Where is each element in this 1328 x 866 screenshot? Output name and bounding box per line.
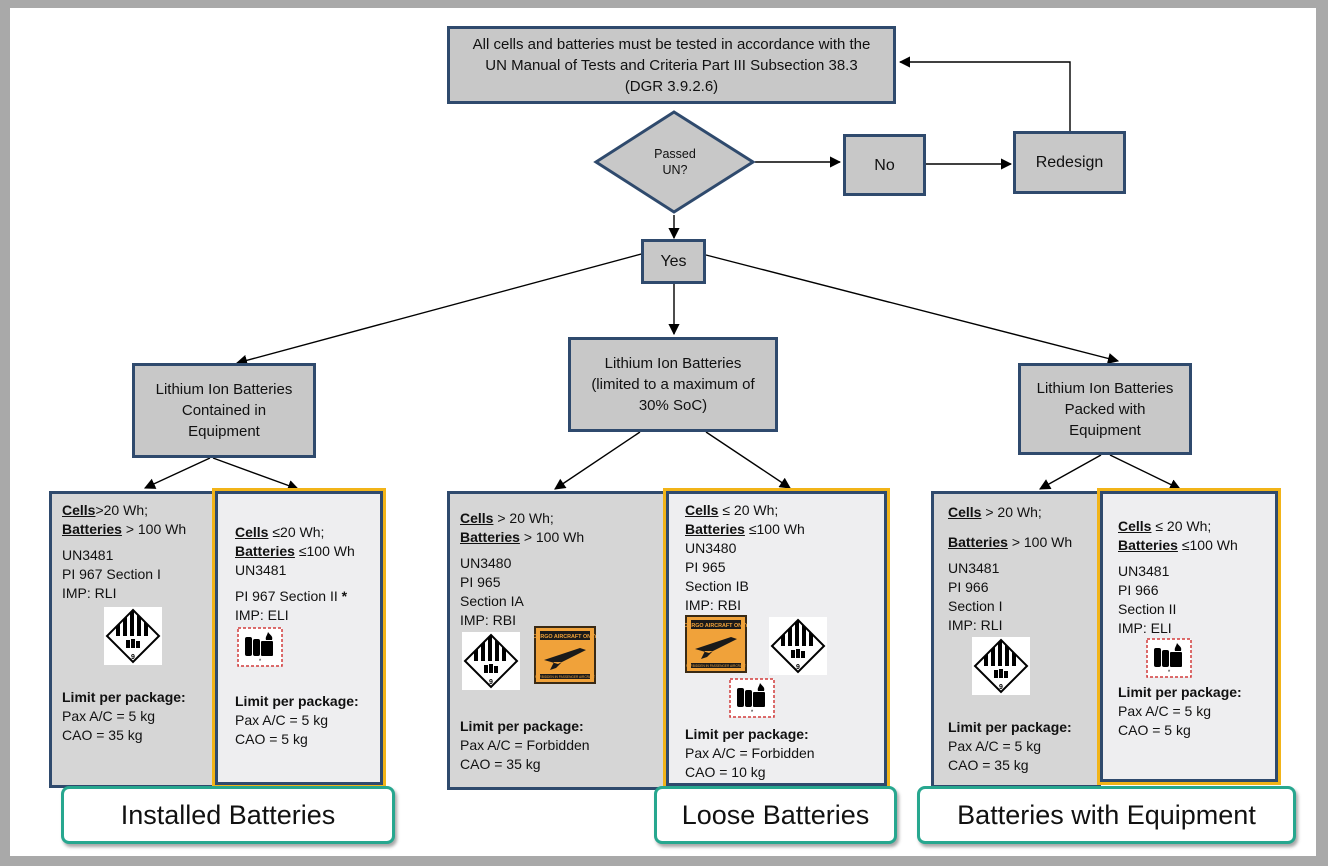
cargo-aircraft-only-footer: FORBIDDEN IN PASSENGER AIRCRAFT [686,664,746,668]
arrow-yes-to-left [235,252,646,366]
cargo-aircraft-only-text: CARGO AIRCRAFT ONLY [685,623,747,629]
arrow-mid-to-card1 [554,431,641,490]
branch-contained-title-text: Lithium Ion Batteries Contained in Equip… [155,381,293,440]
class-9-label-icon: 9 [104,607,204,670]
arrow-left-to-card2 [212,457,300,491]
packed-card-large: Cells > 20 Wh; Batteries > 100 Wh UN3481… [931,491,1101,788]
redesign-text: Redesign [1035,154,1104,171]
cargo-aircraft-only-label-icon: CARGO AIRCRAFT ONLY FORBIDDEN IN PASSENGE… [684,615,749,678]
testing-requirement-text: All cells and batteries must be tested i… [472,35,871,95]
battery-mark-star: * [1168,670,1171,676]
yes-text: Yes [660,253,687,270]
yes-box: Yes [641,239,706,284]
arrow-redesign-to-top [898,56,1071,131]
no-box: No [843,134,926,196]
branch-packed-title-text: Lithium Ion Batteries Packed with Equipm… [1036,379,1174,439]
branch-contained-title: Lithium Ion Batteries Contained in Equip… [132,363,316,458]
cargo-aircraft-only-footer: FORBIDDEN IN PASSENGER AIRCRAFT [535,675,595,679]
battery-mark-star: * [751,710,754,716]
arrow-right-to-card2 [1109,454,1182,490]
branch-loose-title: Lithium Ion Batteries (limited to a maxi… [568,337,778,432]
installed-card-small: Cells ≤20 Wh; Batteries ≤100 Wh UN3481 P… [215,491,383,785]
decision-diamond [593,110,756,214]
tag-loose-batteries: Loose Batteries [654,786,897,844]
branch-loose-title-text: Lithium Ion Batteries (limited to a maxi… [591,355,755,414]
arrow-right-to-card1 [1039,454,1102,490]
loose-card-small: Cells ≤ 20 Wh; Batteries ≤100 Wh UN3480 … [666,491,887,786]
class-9-number: 9 [999,684,1003,691]
packed-card-small: Cells ≤ 20 Wh; Batteries ≤100 Wh UN3481 … [1100,491,1278,782]
loose-card-large: Cells > 20 Wh; Batteries > 100 Wh UN3480… [447,491,667,790]
redesign-box: Redesign [1013,131,1126,194]
tag-batteries-with-equipment: Batteries with Equipment [917,786,1296,844]
cargo-aircraft-only-label-icon: CARGO AIRCRAFT ONLY FORBIDDEN IN PASSENGE… [533,626,598,689]
battery-mark-icon: * [729,678,775,723]
battery-mark-icon: * [1146,638,1265,683]
class-9-number: 9 [131,654,135,661]
class-9-label-icon: 9 [972,637,1088,700]
arrow-yes-to-right [705,254,1120,364]
no-text: No [874,156,895,174]
cargo-aircraft-only-text: CARGO AIRCRAFT ONLY [534,634,596,640]
installed-card-large: Cells>20 Wh; Batteries > 100 Wh UN3481 P… [49,491,217,788]
class-9-number: 9 [489,679,493,686]
class-9-label-icon: 9 [769,617,827,680]
arrow-mid-to-card2 [705,431,791,489]
tag-installed-batteries: Installed Batteries [61,786,395,844]
arrow-left-to-card1 [143,457,211,489]
battery-mark-star: * [259,659,262,665]
class-9-number: 9 [796,664,800,671]
class-9-label-icon: 9 [462,632,520,695]
battery-mark-icon: * [237,627,370,672]
branch-packed-title: Lithium Ion Batteries Packed with Equipm… [1018,363,1192,455]
testing-requirement-box: All cells and batteries must be tested i… [447,26,896,104]
